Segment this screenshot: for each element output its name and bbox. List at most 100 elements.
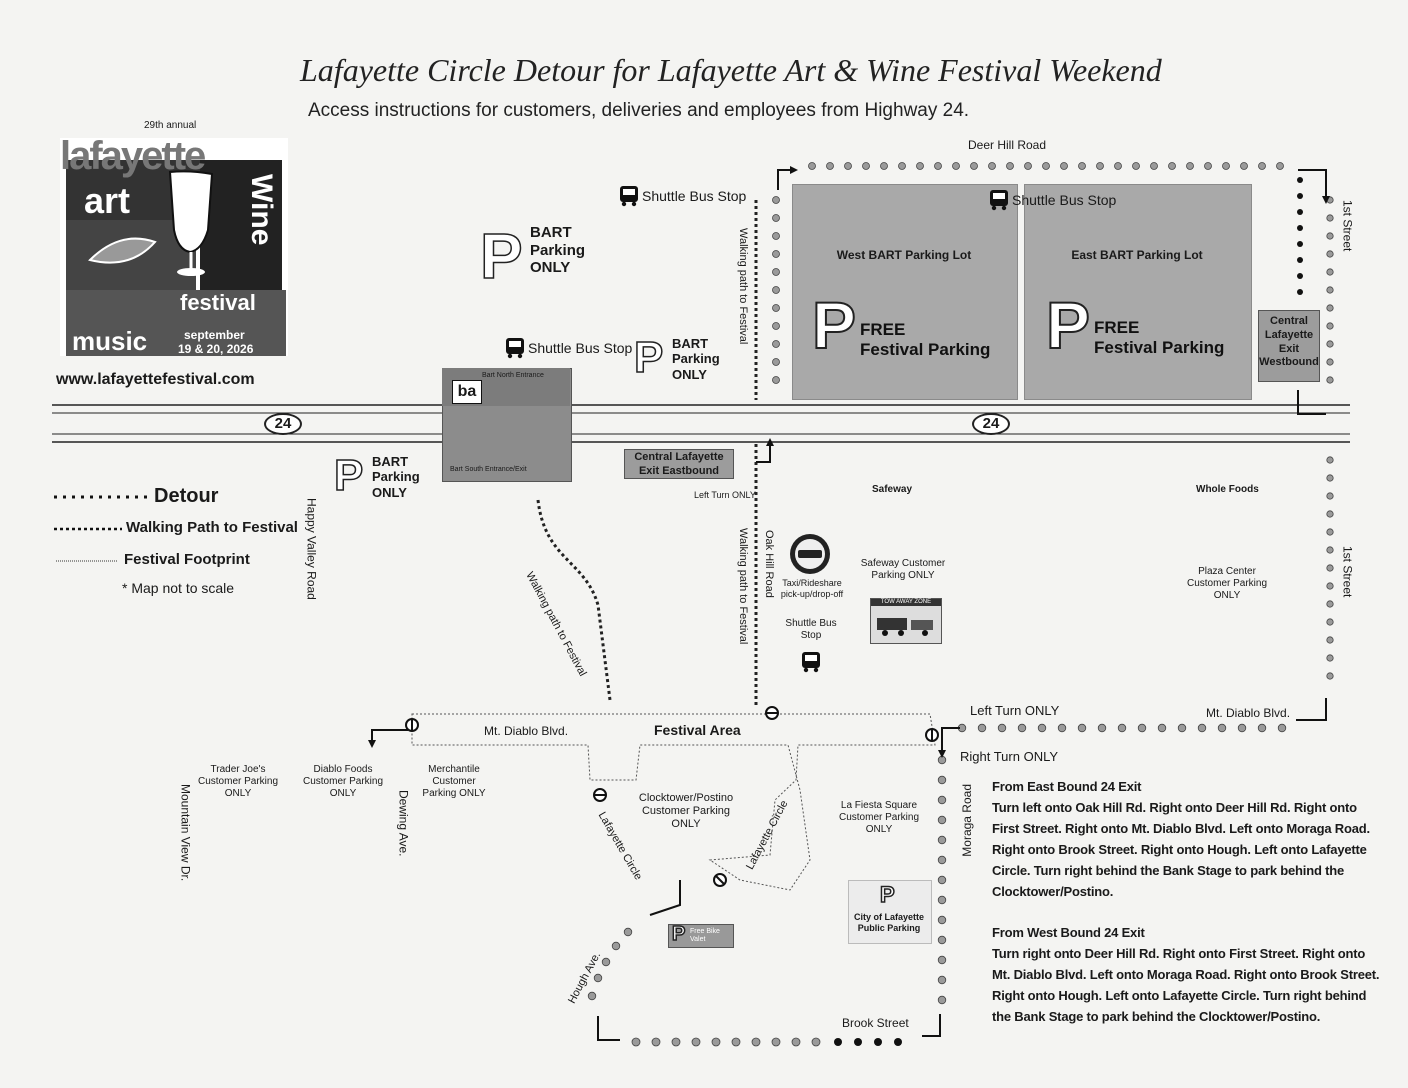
highway-24-shield-west: 24 [264, 413, 302, 435]
walking-path-label-top: Walking path to Festival [737, 228, 750, 345]
festival-url-link[interactable]: www.lafayettefestival.com [56, 371, 255, 388]
bart-parking-3-l1: BART [372, 454, 409, 469]
place-whole-foods: Whole Foods [1196, 484, 1259, 495]
detour-hough-ave [587, 927, 633, 1001]
bart-parking-3-l3: ONLY [372, 484, 407, 500]
detour-mt-diablo-east [957, 723, 1287, 733]
bike-valet-label: Free Bike Valet [690, 928, 720, 944]
bart-parking-3: BART Parking ONLY [372, 454, 420, 500]
east-bound-directions: Turn left onto Oak Hill Rd. Right onto D… [992, 800, 1370, 899]
bus-icon [990, 190, 1008, 211]
bart-north-entrance: Bart North Entrance [482, 372, 544, 379]
city-public-parking: City of Lafayette Public Parking [853, 912, 924, 933]
clocktower-parking: Clocktower/Postino Customer Parking ONLY [638, 792, 734, 831]
bart-parking-1-l3: ONLY [530, 259, 571, 277]
west-bound-directions: Turn right onto Deer Hill Rd. Right onto… [992, 946, 1380, 1024]
legend-note: * Map not to scale [122, 580, 235, 596]
bike-valet-box [668, 924, 734, 948]
detour-brook-street-black [834, 1038, 902, 1046]
road-deer-hill: Deer Hill Road [968, 138, 1047, 152]
bart-parking-3-l2: Parking [372, 469, 420, 485]
shuttle-stop-safeway: Shuttle Bus Stop [785, 618, 837, 641]
taxi-icon [790, 534, 830, 574]
tow-truck-icon [877, 618, 933, 637]
bus-icon [620, 186, 638, 207]
bart-parking-2-l2: Parking [672, 351, 720, 367]
parking-icon-bart-3: P [333, 451, 364, 500]
exit-central-westbound: Central Lafayette Exit Westbound [1258, 310, 1320, 382]
bart-south-entrance: Bart South Entrance/Exit [450, 466, 527, 473]
no-entry-icons [405, 706, 939, 887]
city-parking-box [848, 880, 932, 944]
left-turn-only: Left Turn ONLY [970, 703, 1060, 718]
east-bound-heading: From East Bound 24 Exit [992, 779, 1142, 794]
parking-icon-bike: P [671, 923, 686, 945]
logo-month: september [184, 328, 245, 342]
west-bart-lot [792, 184, 1018, 400]
bart-parking-1-l1: BART [530, 224, 572, 241]
shuttle-stop-top: Shuttle Bus Stop [642, 188, 747, 204]
east-bart-lot-label: East BART Parking Lot [1071, 248, 1203, 262]
left-turn-only-small: Left Turn ONLY [694, 490, 756, 500]
merchantile-parking: Merchantile Customer Parking ONLY [422, 764, 486, 799]
parking-icon-bart-1: P [479, 220, 523, 292]
directions-panel: From East Bound 24 Exit Turn left onto O… [992, 776, 1382, 1047]
map-subtitle: Access instructions for customers, deliv… [308, 100, 970, 121]
festival-area-label: Festival Area [654, 722, 741, 738]
west-bart-lot-label: West BART Parking Lot [836, 248, 972, 262]
road-mt-diablo-west: Mt. Diablo Blvd. [484, 724, 569, 738]
right-turn-only: Right Turn ONLY [960, 749, 1059, 764]
diablo-foods-parking: Diablo Foods Customer Parking ONLY [302, 764, 384, 799]
festival-logo: 29th annual lafayette art Wine festival … [60, 120, 288, 368]
tow-away-sign: TOW AWAY ZONE [870, 598, 942, 644]
legend-detour: Detour [154, 485, 219, 507]
west-bound-heading: From West Bound 24 Exit [992, 925, 1145, 940]
detour-first-street [1326, 196, 1334, 680]
highway-24-shield-east: 24 [972, 413, 1010, 435]
arrowheads [368, 166, 1330, 758]
west-free-line1: FREE [860, 320, 906, 339]
shuttle-stop-bart: Shuttle Bus Stop [528, 340, 633, 356]
festival-logo-art [60, 138, 288, 356]
logo-festival: festival [180, 290, 256, 315]
logo-art: art [84, 180, 131, 221]
shuttle-stop-lot: Shuttle Bus Stop [1012, 192, 1117, 208]
logo-lafayette: lafayette [60, 134, 206, 178]
bart-parking-1: BART Parking ONLY [530, 224, 585, 277]
bus-icon [506, 338, 524, 359]
logo-music: music [72, 326, 148, 356]
legend-walking: Walking Path to Festival [126, 519, 298, 536]
road-brook-street: Brook Street [842, 1016, 909, 1030]
safeway-customer-parking: Safeway Customer Parking ONLY [860, 558, 946, 581]
east-free-line2: Festival Parking [1094, 338, 1225, 357]
road-mt-diablo-east: Mt. Diablo Blvd. [1206, 706, 1291, 720]
detour-oak-hill-road [772, 196, 780, 384]
plaza-center-parking: Plaza Center Customer Parking ONLY [1186, 566, 1268, 601]
logo-wine: Wine [245, 174, 278, 246]
east-bart-lot [1024, 184, 1252, 400]
bus-icon [802, 652, 820, 673]
logo-annual: 29th annual [144, 120, 197, 131]
map-title: Lafayette Circle Detour for Lafayette Ar… [300, 52, 1162, 88]
parking-icon-east: P [1045, 288, 1091, 362]
tow-away-sign-label: TOW AWAY ZONE [871, 599, 941, 607]
festival-footprint [411, 713, 936, 891]
bart-parking-2-l1: BART [672, 336, 709, 351]
bart-parking-1-l2: Parking [530, 241, 586, 259]
detour-brook-street [631, 1037, 821, 1047]
walking-paths [536, 200, 758, 708]
road-happy-valley: Happy Valley Road [304, 498, 319, 600]
east-free-line1: FREE [1094, 318, 1140, 337]
bart-parking-2: BART Parking ONLY [672, 336, 720, 382]
parking-icon-west: P [811, 288, 857, 362]
detour-moraga-road [937, 755, 947, 1005]
bart-parking-2-l3: ONLY [672, 366, 707, 382]
walking-path-label-mid: Walking path to Festival [737, 528, 750, 645]
trader-joes-parking: Trader Joe's Customer Parking ONLY [197, 764, 279, 799]
detour-arrows [371, 169, 1327, 1041]
road-mountain-view: Mountain View Dr. [178, 784, 193, 882]
road-dewing: Dewing Ave. [396, 790, 411, 857]
road-moraga: Moraga Road [960, 784, 974, 857]
parking-icon-bart-2: P [633, 333, 664, 382]
